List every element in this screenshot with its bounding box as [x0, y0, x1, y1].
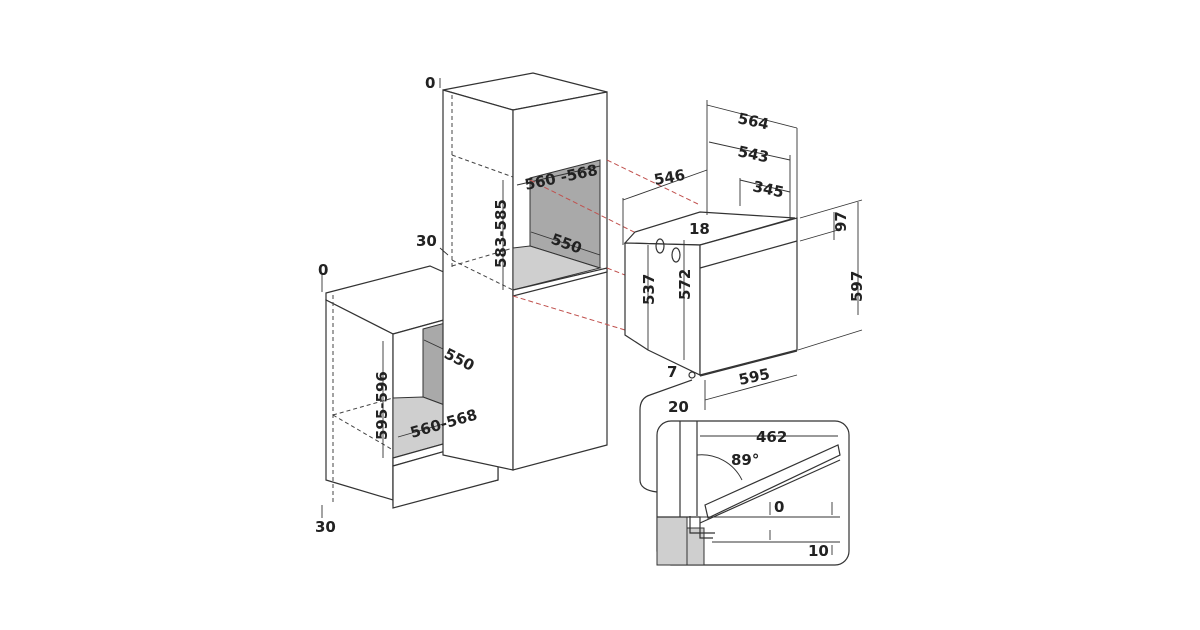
- dim-oven-height-front: 572: [676, 269, 694, 300]
- dim-oven-depth-body: 546: [653, 166, 687, 189]
- dim-tall-niche-height: 583-585: [492, 199, 510, 268]
- dim-under-niche-height: 595-596: [373, 371, 391, 440]
- dim-oven-height-rear: 537: [640, 274, 658, 305]
- dim-tall-side-gap: 30: [416, 232, 437, 250]
- dim-oven-depth-total: 564: [736, 109, 770, 133]
- dim-door-clearance-top: 0: [774, 498, 784, 516]
- dim-oven-height-total: 597: [848, 271, 866, 302]
- dim-oven-width: 595: [737, 365, 771, 389]
- door-detail-inset: [639, 379, 850, 566]
- dim-oven-depth-top: 345: [751, 177, 785, 201]
- dim-oven-front-offset: 20: [668, 398, 689, 416]
- dim-under-top-gap: 0: [318, 261, 328, 279]
- dim-door-angle: 89°: [731, 451, 759, 469]
- dim-door-reach: 462: [756, 428, 787, 446]
- alignment-guides: [512, 159, 701, 331]
- dim-oven-control-panel: 97: [832, 211, 850, 232]
- oven: [622, 100, 863, 410]
- tall-cabinet: [439, 72, 608, 471]
- dim-tall-top-gap: 0: [425, 74, 435, 92]
- dim-oven-depth-rear: 543: [736, 142, 770, 166]
- dim-under-bottom-gap: 30: [315, 518, 336, 536]
- dim-oven-bottom-offset: 7: [667, 363, 677, 381]
- dim-door-clearance-bottom: 10: [808, 542, 829, 560]
- dim-oven-panel-offset: 18: [689, 220, 710, 238]
